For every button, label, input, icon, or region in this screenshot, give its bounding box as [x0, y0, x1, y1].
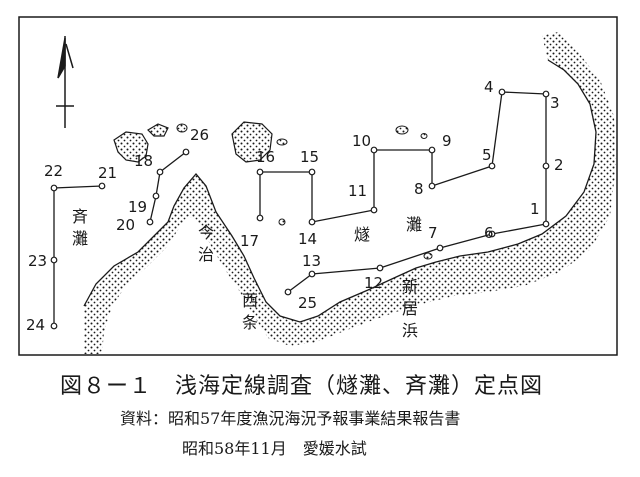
station-label-6: 6: [484, 224, 494, 242]
station-label-3: 3: [550, 94, 560, 112]
coastline-shikoku: [84, 32, 616, 354]
survey-stations: 1234567891011121314151617181920212223242…: [26, 78, 564, 334]
station-label-12: 12: [364, 274, 383, 292]
source-date: 昭和58年11月 愛媛水試: [182, 439, 367, 458]
station-marker-2: [542, 162, 550, 170]
station-label-25: 25: [298, 294, 317, 312]
station-marker-3: [542, 90, 550, 98]
station-marker-26: [182, 148, 190, 156]
station-label-13: 13: [302, 252, 321, 270]
map-border: [18, 16, 618, 356]
station-label-18: 18: [134, 152, 153, 170]
station-marker-11: [370, 206, 378, 214]
station-marker-21: [98, 182, 106, 190]
station-marker-16: [256, 168, 264, 176]
island-omishima: [113, 131, 149, 163]
place-label-niihama: 新居浜: [402, 277, 418, 340]
station-label-1: 1: [530, 200, 540, 218]
station-marker-22: [50, 184, 58, 192]
survey-route-lines: [53, 91, 547, 326]
island-small-f: [278, 218, 286, 226]
island-small-c: [276, 138, 288, 146]
station-label-7: 7: [428, 224, 438, 242]
station-label-2: 2: [554, 156, 564, 174]
station-label-15: 15: [300, 148, 319, 166]
station-marker-7: [436, 244, 444, 252]
station-marker-18: [156, 168, 164, 176]
station-marker-23: [50, 256, 58, 264]
station-label-11: 11: [348, 182, 367, 200]
station-marker-25: [284, 288, 292, 296]
station-marker-8: [428, 182, 436, 190]
station-marker-6: [488, 230, 496, 238]
place-label-hiuchinada: 燧灘: [354, 215, 422, 244]
station-marker-19: [152, 192, 160, 200]
map-canvas: 1234567891011121314151617181920212223242…: [18, 16, 618, 356]
source-citation: 資料：昭和57年度漁況海況予報事業結果報告書: [120, 409, 461, 428]
station-label-17: 17: [240, 232, 259, 250]
island-small-d: [395, 125, 409, 135]
station-label-20: 20: [116, 216, 135, 234]
place-label-saijo: 西条: [242, 291, 258, 332]
station-label-23: 23: [28, 252, 47, 270]
place-label-imabari: 今治: [198, 223, 214, 264]
station-label-4: 4: [484, 78, 494, 96]
station-label-19: 19: [128, 198, 147, 216]
island-small-e: [420, 133, 428, 139]
station-marker-20: [146, 218, 154, 226]
station-label-10: 10: [352, 132, 371, 150]
station-marker-17: [256, 214, 264, 222]
station-marker-12: [376, 264, 384, 272]
station-label-5: 5: [482, 146, 492, 164]
station-label-16: 16: [256, 148, 275, 166]
station-marker-14: [308, 218, 316, 226]
island-small-b: [176, 123, 188, 133]
north-arrow-icon: [56, 36, 74, 128]
station-marker-5: [488, 162, 496, 170]
route-segment: [287, 94, 547, 293]
station-marker-4: [498, 88, 506, 96]
station-label-8: 8: [414, 180, 424, 198]
island-small-g: [423, 252, 433, 260]
station-label-22: 22: [44, 162, 63, 180]
station-label-24: 24: [26, 316, 45, 334]
figure-title: 図８ー１ 浅海定線調査（燧灘、斉灘）定点図: [60, 374, 544, 399]
station-label-9: 9: [442, 132, 452, 150]
place-label-saidan-1: 斉灘: [72, 207, 88, 248]
island-small-a: [147, 123, 169, 137]
station-label-26: 26: [190, 126, 209, 144]
shoreline-edge: [83, 59, 597, 323]
station-marker-15: [308, 168, 316, 176]
station-label-14: 14: [298, 230, 317, 248]
route-segment: [149, 151, 187, 223]
station-marker-1: [542, 220, 550, 228]
station-label-21: 21: [98, 164, 117, 182]
station-marker-9: [428, 146, 436, 154]
station-marker-13: [308, 270, 316, 278]
station-marker-24: [50, 322, 58, 330]
island-hakata: [231, 121, 273, 163]
route-segment: [53, 185, 103, 326]
station-marker-10: [370, 146, 378, 154]
